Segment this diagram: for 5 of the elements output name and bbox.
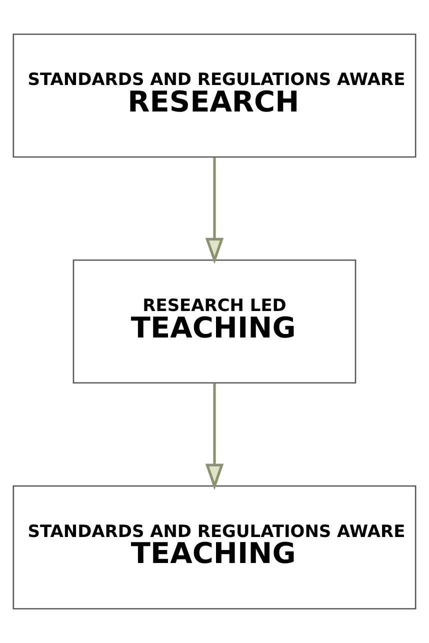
node-box: STANDARDS AND REGULATIONS AWARE RESEARCH	[12, 34, 416, 158]
node-box: STANDARDS AND REGULATIONS AWARE TEACHING	[12, 485, 416, 610]
arrow	[205, 157, 224, 264]
node-box: RESEARCH LED TEACHING	[72, 259, 356, 384]
arrow	[205, 383, 224, 490]
